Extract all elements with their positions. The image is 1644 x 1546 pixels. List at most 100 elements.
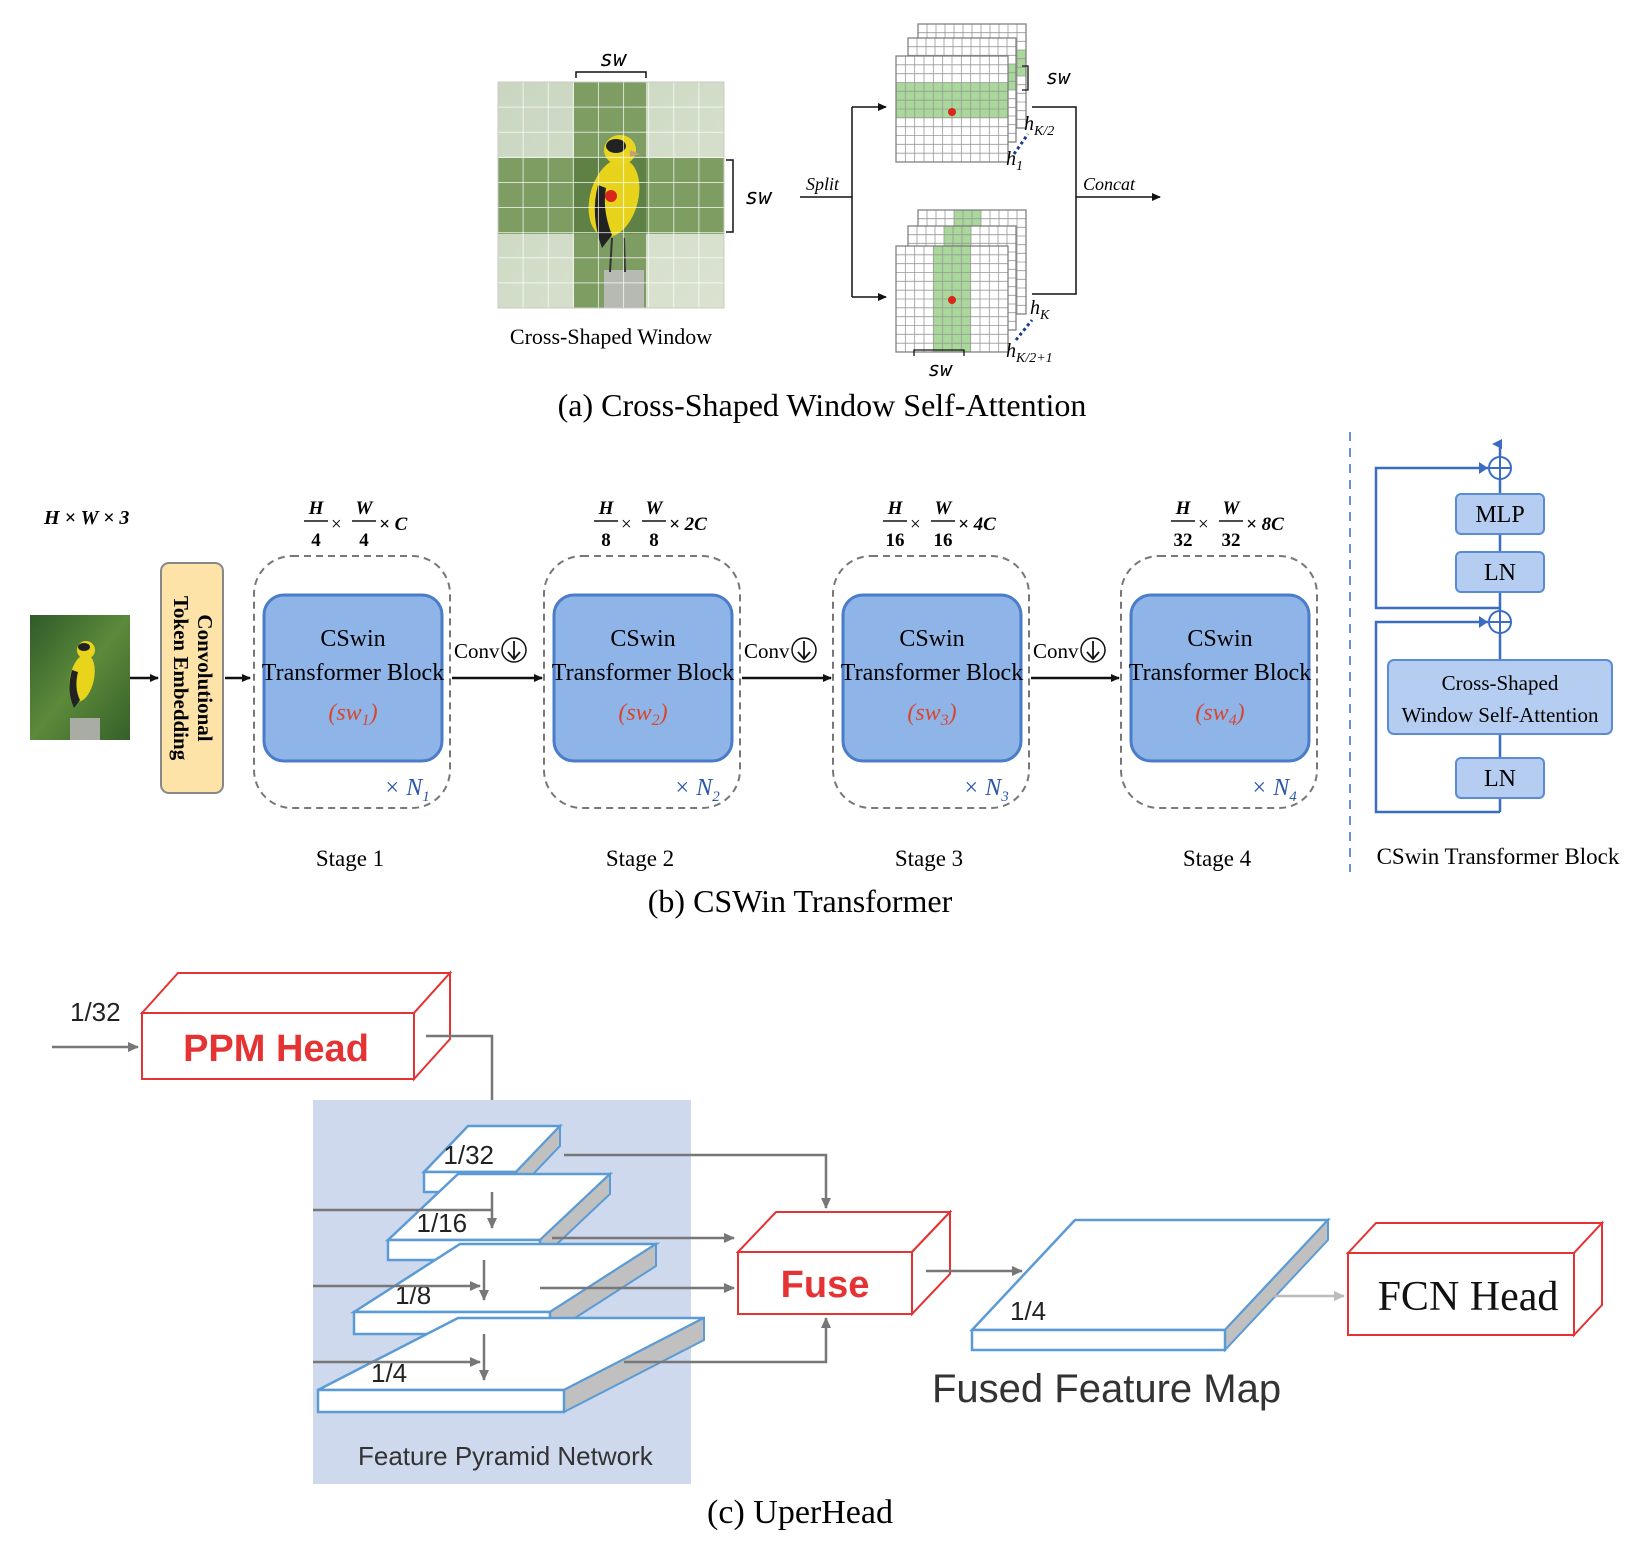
frac-channels: × 8C (1246, 514, 1284, 535)
cswin-block (262, 593, 444, 763)
h-k: h (1030, 297, 1040, 319)
cross-window-image: sw sw Cross-Shaped Window (497, 47, 773, 349)
block-window: (sw4) (1195, 700, 1244, 729)
frac-h-num: H (887, 498, 904, 519)
block-detail-title: CSwin Transformer Block (1377, 844, 1620, 869)
embedding-line1: Convolutional (193, 614, 217, 741)
ppm-head: PPM Head (139, 970, 453, 1082)
frac-w-den: 8 (649, 530, 659, 551)
fpn-to-fuse-arrows (540, 1153, 831, 1364)
svg-text:hK: hK (1030, 297, 1050, 323)
stage-label: Stage 1 (316, 846, 384, 871)
input-image (30, 615, 130, 740)
svg-text:hK/2: hK/2 (1024, 113, 1054, 139)
ln-bottom-label: LN (1484, 766, 1516, 792)
h-k21-sub: K/2+1 (1015, 351, 1053, 366)
fused-scale: 1/4 (1010, 1296, 1046, 1326)
attn-box (1387, 659, 1613, 735)
stage-container (832, 555, 1030, 809)
conv-label: Conv (744, 639, 790, 663)
caption-a: (a) Cross-Shaped Window Self-Attention (558, 387, 1087, 423)
caption-c: (c) UperHead (707, 1494, 893, 1531)
frac-w-num: W (646, 498, 664, 519)
cswin-block (841, 593, 1023, 763)
frac-h-num: H (1175, 498, 1192, 519)
sw-label-head: sw (1046, 65, 1071, 89)
block-detail: MLP LN Cross-Shaped Window Self-Attentio… (1374, 439, 1620, 869)
stage-repeat: × N4 (1251, 775, 1297, 805)
frac-w-num: W (1223, 498, 1241, 519)
svg-text:hK/2+1: hK/2+1 (1006, 340, 1053, 366)
stage-label: Stage 4 (1183, 846, 1252, 871)
attn-line2: Window Self-Attention (1402, 703, 1599, 727)
concat-connector: Concat (1032, 106, 1161, 295)
svg-text:h1: h1 (1006, 148, 1023, 174)
h-k2-sub: K/2 (1033, 124, 1054, 139)
conv-label: Conv (1033, 639, 1079, 663)
cswin-block (1129, 593, 1311, 763)
embedding-line2: Token Embedding (169, 596, 193, 761)
block-line1: CSwin (610, 626, 675, 652)
head-stack-horizontal (895, 23, 1027, 163)
window-grid (497, 81, 725, 309)
block-line1: CSwin (899, 626, 964, 652)
stage-repeat: × N1 (384, 775, 430, 805)
head-labels: hK/2 h1 hK hK/2+1 (1006, 113, 1054, 366)
sw-label-top: sw (600, 47, 628, 72)
panel-a: sw sw Cross-Shaped Window Split sw sw hK… (497, 23, 1161, 423)
frac-h-den: 8 (601, 530, 611, 551)
mlp-box (1455, 493, 1545, 535)
block-line2: Transformer Block (841, 660, 1023, 686)
frac-times: × (331, 514, 342, 535)
fused-label: Fused Feature Map (932, 1367, 1281, 1411)
fcn-label: FCN Head (1378, 1274, 1559, 1320)
frac-times: × (621, 514, 632, 535)
h-k21: h (1006, 340, 1016, 362)
block-window: (sw3) (907, 700, 956, 729)
sw-label-right: sw (745, 185, 773, 210)
h-1-sub: 1 (1016, 159, 1023, 174)
fcn-head: FCN Head (1345, 1220, 1605, 1338)
ln-top-label: LN (1484, 560, 1516, 586)
mlp-label: MLP (1475, 502, 1524, 528)
cswin-block (552, 593, 734, 763)
frac-times: × (1198, 514, 1209, 535)
conv-label: Conv (454, 639, 500, 663)
block-line2: Transformer Block (1129, 660, 1311, 686)
stage-container (253, 555, 451, 809)
block-line2: Transformer Block (552, 660, 734, 686)
frac-h-den: 32 (1174, 530, 1193, 551)
frac-channels: × 2C (669, 514, 707, 535)
sw-label-bottom: sw (928, 357, 953, 381)
input-scale: 1/32 (70, 997, 121, 1027)
frac-channels: × C (379, 514, 408, 535)
fpn-slabs: 1/321/161/81/4 (313, 1123, 705, 1414)
h-1: h (1006, 148, 1016, 170)
frac-channels: × 4C (958, 514, 996, 535)
frac-h-den: 16 (886, 530, 905, 551)
stage-container (543, 555, 741, 809)
fpn-label: Feature Pyramid Network (358, 1441, 654, 1471)
ppm-label: PPM Head (183, 1028, 369, 1070)
frac-h-num: H (308, 498, 325, 519)
concat-label: Concat (1083, 174, 1136, 194)
block-line1: CSwin (1187, 626, 1252, 652)
input-dims: H × W × 3 (43, 507, 129, 529)
frac-times: × (910, 514, 921, 535)
frac-h-num: H (598, 498, 615, 519)
fuse-box: Fuse (735, 1209, 953, 1317)
split-connector: Split (800, 103, 887, 301)
frac-w-num: W (356, 498, 374, 519)
frac-w-den: 32 (1222, 530, 1241, 551)
block-window: (sw2) (618, 700, 667, 729)
fpn-level-label: 1/32 (443, 1140, 494, 1170)
block-window: (sw1) (328, 700, 377, 729)
ln-top-box (1455, 551, 1545, 593)
frac-w-num: W (935, 498, 953, 519)
frac-h-den: 4 (311, 530, 321, 551)
window-caption: Cross-Shaped Window (510, 324, 712, 349)
